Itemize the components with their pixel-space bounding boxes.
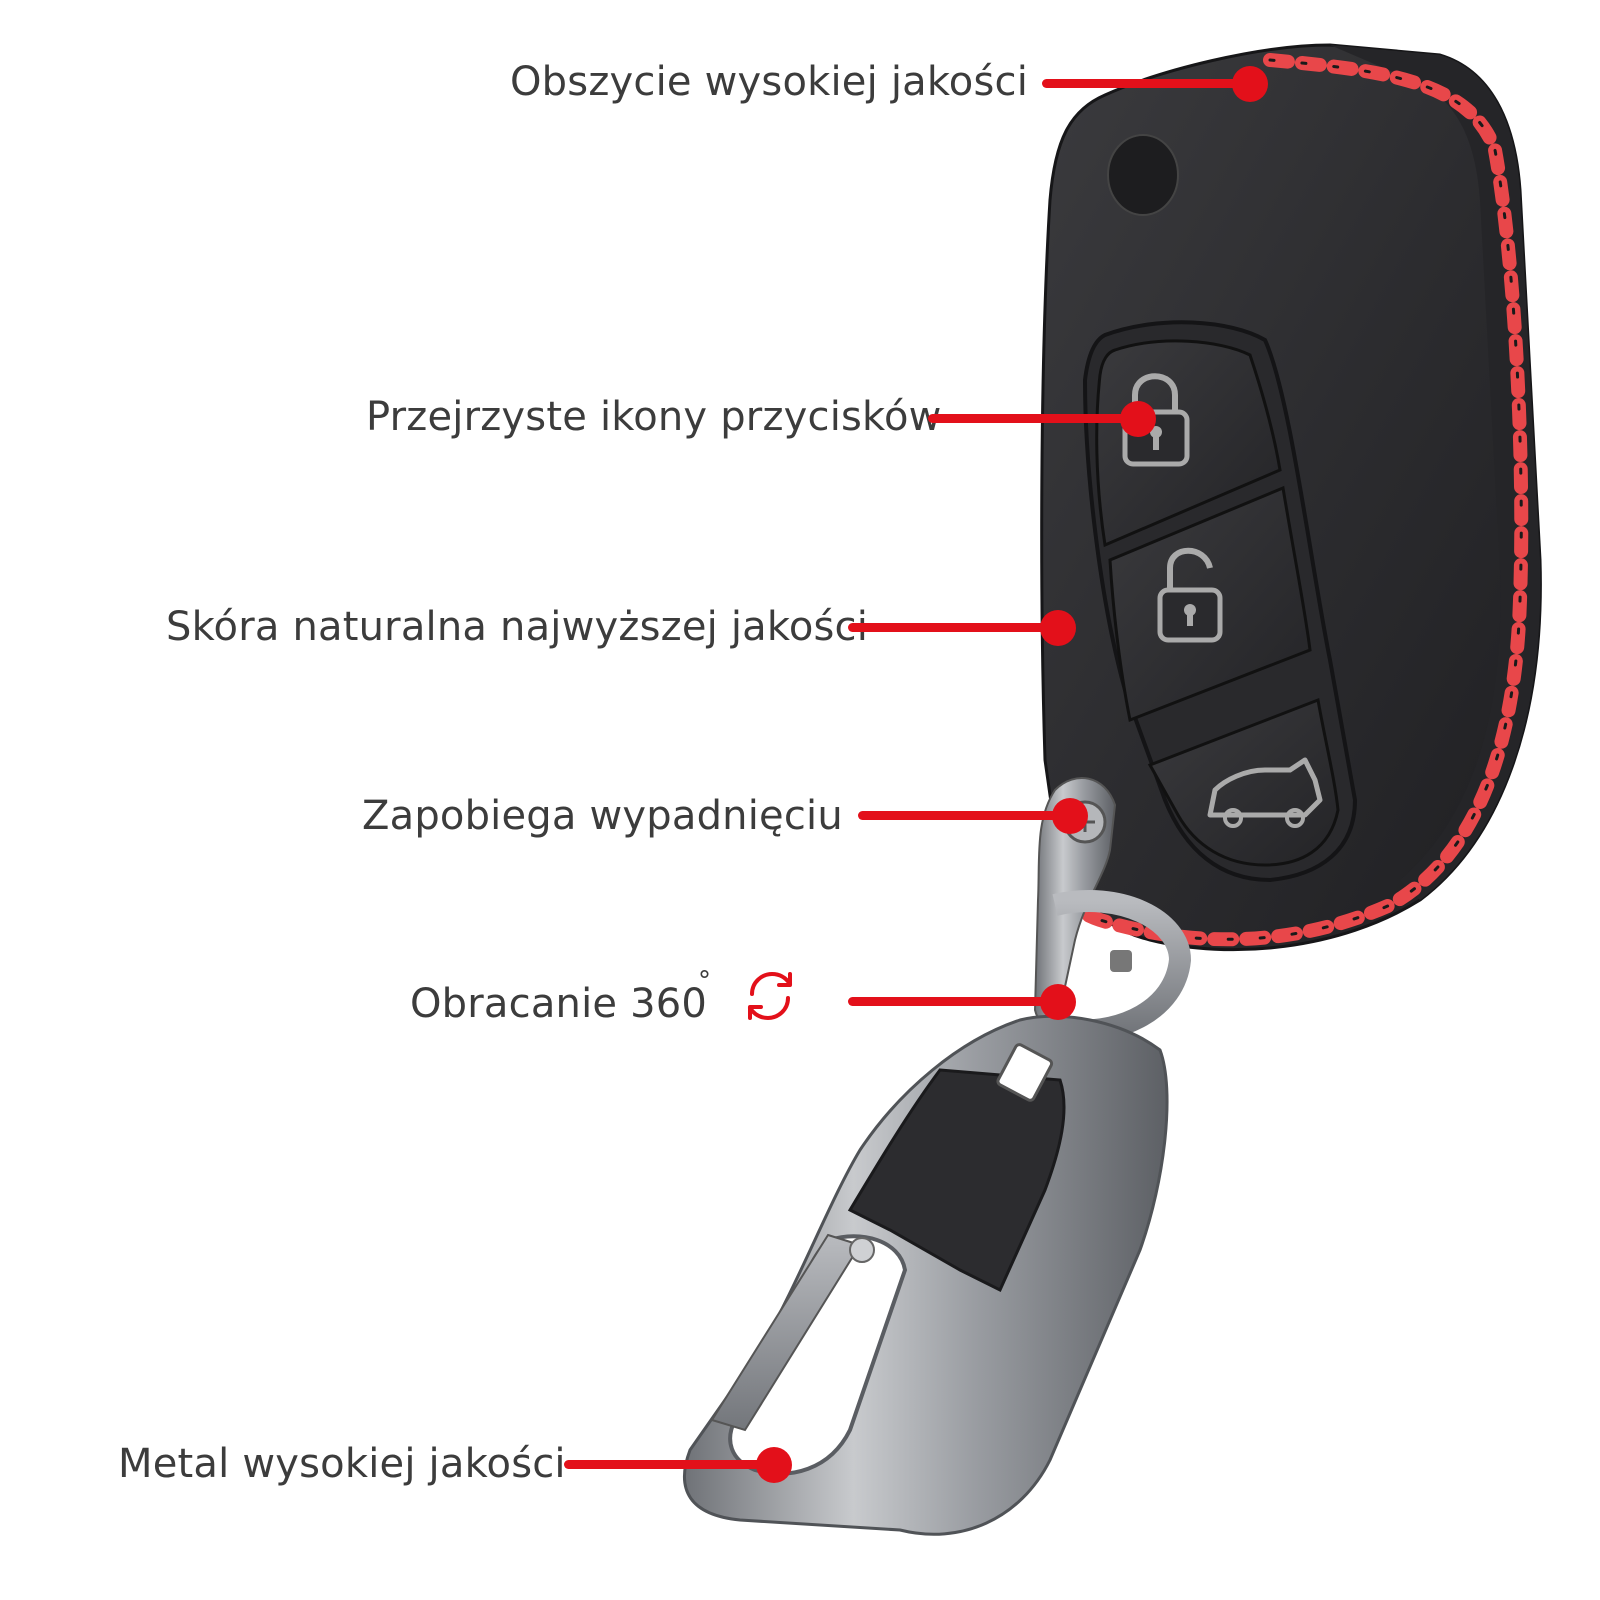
callout-leather-label: Skóra naturalna najwyższej jakości [166, 604, 869, 650]
swivel-ring [1052, 890, 1192, 1042]
callout-buttons-line [928, 414, 1140, 423]
metal-clasp [682, 1014, 1169, 1536]
callout-stitching-line [1042, 79, 1250, 88]
callout-rotation-label: Obracanie 360 [410, 981, 708, 1027]
callout-stitching-dot [1232, 66, 1268, 102]
callout-rotation-line [848, 997, 1060, 1006]
callout-metal-dot [756, 1447, 792, 1483]
callout-leather-dot [1040, 610, 1076, 646]
callout-anti-fall-line [858, 811, 1070, 820]
callout-buttons-label: Przejrzyste ikony przycisków [366, 394, 942, 440]
callout-metal-label: Metal wysokiej jakości [118, 1441, 566, 1487]
callout-rotation-dot [1040, 984, 1076, 1020]
car-trunk-icon [1207, 757, 1323, 828]
callout-metal-line [564, 1460, 774, 1469]
callout-stitching-label: Obszycie wysokiej jakości [510, 59, 1029, 105]
callout-leather-line [848, 623, 1058, 632]
callout-buttons-dot [1120, 401, 1156, 437]
callout-anti-fall-label: Zapobiega wypadnięciu [362, 793, 843, 839]
callout-anti-fall-dot [1052, 798, 1088, 834]
lock-open-icon [1157, 547, 1223, 643]
rotate-360-icon [748, 971, 792, 1021]
degree-symbol: ° [698, 966, 711, 996]
